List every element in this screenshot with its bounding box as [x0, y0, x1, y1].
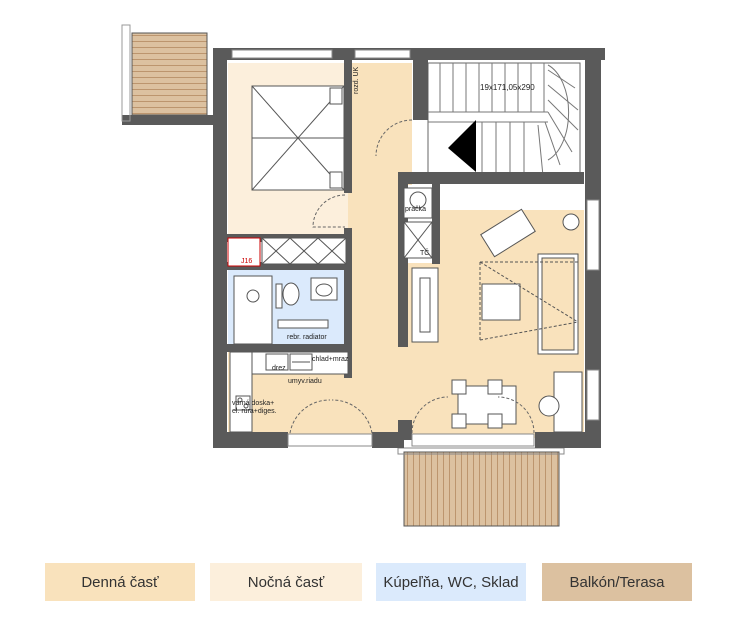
balcony-bottom [397, 447, 565, 527]
legend-night-zone: Nočná časť [210, 563, 362, 601]
utility-closet [403, 187, 433, 259]
wardrobe [261, 237, 347, 265]
legend-day-zone: Denná časť [45, 563, 195, 601]
balcony-upper-left [121, 24, 214, 125]
pracka-label: pračka [405, 206, 426, 213]
entry-door-swing [375, 119, 413, 157]
legend-bath-zone: Kúpeľňa, WC, Sklad [376, 563, 526, 601]
varna-doska-label: varná doska+ [232, 400, 274, 407]
balcony-door-swing [411, 396, 535, 434]
staircase: 19x171,05x290 [427, 62, 581, 177]
legend-bath-zone-label: Kúpeľňa, WC, Sklad [383, 573, 519, 591]
drez-label: drez [272, 365, 286, 372]
bathroom-fixtures [233, 275, 338, 345]
chlad-mraz-label: chlad+mraz [312, 356, 349, 363]
legend-day-zone-label: Denná časť [81, 573, 159, 591]
svg-text:J16: J16 [241, 258, 252, 265]
windows [231, 49, 600, 447]
legend-night-zone-label: Nočná časť [247, 573, 325, 591]
floor-plan: 19x171,05x290 [121, 24, 605, 527]
stair-dimension-label: 19x171,05x290 [480, 83, 535, 92]
radiator-label: rebr. radiator [287, 334, 327, 341]
umyv-riadu-label: umyv.riadu [288, 378, 322, 385]
kitchen-counter [229, 351, 349, 433]
legend-balcony-zone: Balkón/Terasa [542, 563, 692, 601]
legend-balcony-zone-label: Balkón/Terasa [569, 573, 665, 591]
j16-closet: J16 [227, 237, 261, 267]
terrace-door-right [331, 399, 373, 434]
terrace-door-left [289, 399, 331, 434]
bedroom-door-swing [312, 194, 346, 228]
bed [251, 85, 345, 191]
el-rura-label: el. rúra+diges. [232, 408, 277, 415]
stair-direction-arrow-icon [448, 120, 476, 172]
living-furniture [411, 208, 583, 433]
tc-label: TČ [420, 248, 429, 257]
rozd-uk-label: rozd. UK [353, 66, 360, 94]
